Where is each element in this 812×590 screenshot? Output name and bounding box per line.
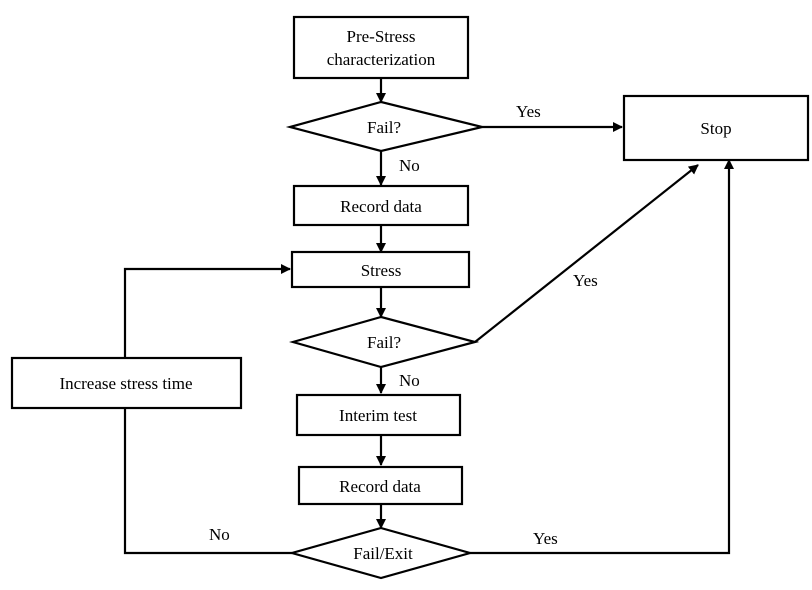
node-stop: Stop	[622, 94, 810, 162]
record-data-1-label: Record data	[340, 197, 422, 216]
interim-test-label: Interim test	[339, 406, 417, 425]
arrow-failexit-yes-to-stop	[470, 159, 734, 555]
node-interim-test: Interim test	[295, 393, 462, 437]
node-stress: Stress	[290, 250, 471, 289]
arrow-increase-to-stress	[123, 264, 291, 358]
edge-labels: Yes No Yes No Yes No	[209, 102, 598, 548]
arrow-failexit-no-to-increase	[123, 408, 292, 555]
edge-label-failexit-no: No	[209, 525, 230, 544]
arrow-fail2-yes-to-stop	[474, 164, 699, 343]
edge-label-fail1-yes: Yes	[516, 102, 541, 121]
edge-label-fail2-yes: Yes	[573, 271, 598, 290]
pre-stress-label-line1: Pre-Stress	[347, 27, 416, 46]
node-fail-2: Fail?	[288, 315, 480, 369]
fail-exit-label: Fail/Exit	[353, 544, 413, 563]
pre-stress-label-line2: characterization	[327, 50, 436, 69]
stress-label: Stress	[361, 261, 402, 280]
fail-1-label: Fail?	[367, 118, 401, 137]
node-record-data-1: Record data	[292, 184, 470, 227]
node-pre-stress: Pre-Stress characterization	[292, 15, 470, 80]
node-fail-1: Fail?	[285, 100, 483, 153]
stop-label: Stop	[700, 119, 731, 138]
node-increase-stress-time: Increase stress time	[10, 356, 243, 410]
node-record-data-2: Record data	[297, 465, 464, 506]
record-data-2-label: Record data	[339, 477, 421, 496]
edge-label-failexit-yes: Yes	[533, 529, 558, 548]
edge-label-fail1-no: No	[399, 156, 420, 175]
increase-stress-time-label: Increase stress time	[59, 374, 192, 393]
edge-label-fail2-no: No	[399, 371, 420, 390]
fail-2-label: Fail?	[367, 333, 401, 352]
node-fail-exit: Fail/Exit	[287, 526, 475, 580]
connectors	[123, 78, 734, 555]
